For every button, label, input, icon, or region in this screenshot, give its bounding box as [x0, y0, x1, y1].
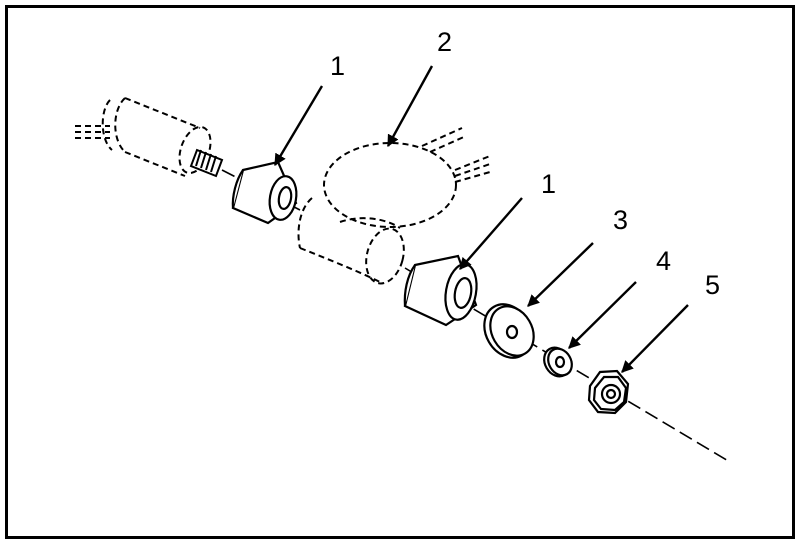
callout-1b: 1 [541, 169, 556, 199]
diagram-frame [5, 5, 795, 539]
leader-arrow-3 [527, 242, 594, 307]
phantom-bracket [297, 127, 491, 285]
callout-3: 3 [613, 205, 628, 235]
bushing-upper [231, 160, 298, 225]
hex-nut [587, 369, 630, 415]
callout-4: 4 [656, 246, 671, 276]
center-line [221, 169, 731, 463]
leader-arrow-5 [621, 304, 689, 373]
callout-1a: 1 [330, 51, 345, 81]
bushing-lower [403, 254, 478, 327]
leader-arrows [273, 65, 689, 373]
leader-arrow-2 [386, 65, 434, 148]
callout-5: 5 [705, 270, 720, 300]
leader-arrow-1b [459, 197, 523, 270]
washer-large [483, 303, 535, 359]
leader-arrow-4 [568, 281, 637, 349]
lock-washer [543, 346, 573, 378]
callout-2: 2 [437, 27, 452, 57]
leader-arrow-1a [273, 85, 324, 167]
threaded-stud [189, 148, 224, 178]
